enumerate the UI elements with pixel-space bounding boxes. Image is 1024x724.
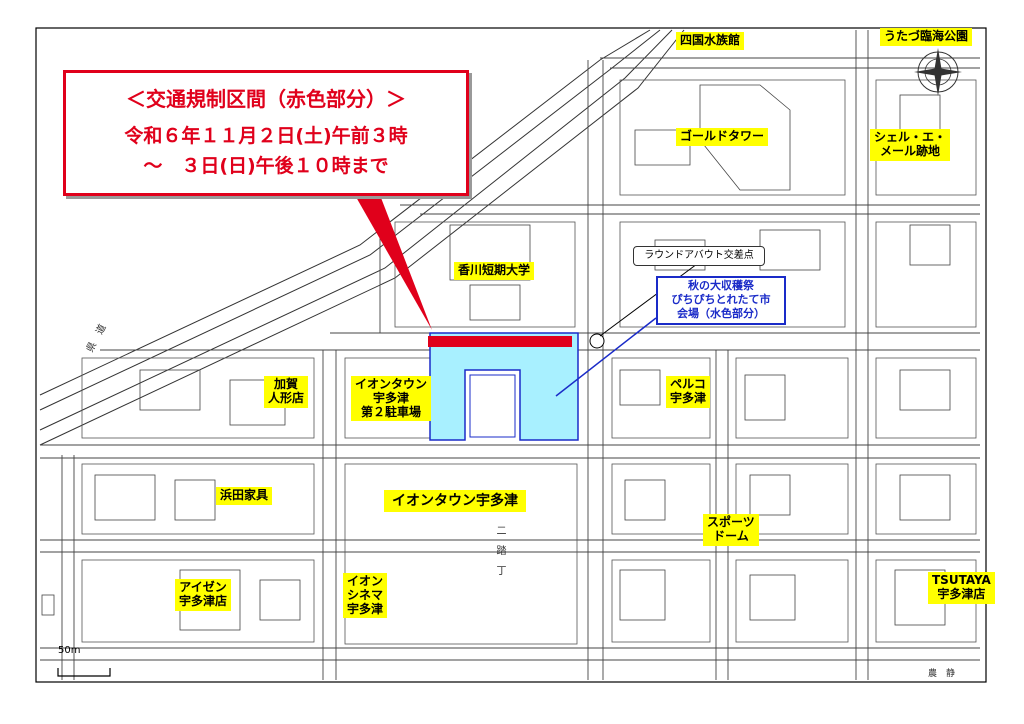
label-kaga: 加賀 人形店 [264, 376, 309, 408]
festival-venue [429, 332, 579, 441]
festival-pointer [555, 317, 657, 397]
notice-date-end: ～ ３日(日)午後１０時まで [143, 155, 389, 177]
label-aizen: アイゼン 宇多津店 [175, 579, 232, 611]
notice-pointer [352, 190, 432, 330]
roundabout [589, 333, 605, 349]
label-aquarium: 四国水族館 [676, 32, 745, 50]
city-blocks [81, 79, 977, 645]
label-aeon-cinema: イオン シネマ 宇多津 [343, 573, 388, 619]
label-peruko: ペルコ 宇多津 [666, 376, 711, 408]
roundabout-callout: ラウンドアバウト交差点 [633, 246, 765, 266]
road-text-a: 二 踏 丁 [494, 525, 505, 575]
label-aeon-parking: イオンタウン 宇多津 第２駐車場 [351, 376, 432, 422]
label-hamada: 浜田家具 [216, 487, 273, 505]
label-tsutaya: TSUTAYA 宇多津店 [928, 572, 995, 604]
label-college: 香川短期大学 [454, 262, 535, 280]
streets [40, 30, 980, 680]
notice-date-start: 令和６年１１月２日(土)午前３時 [124, 125, 408, 147]
restricted-road-section [428, 336, 572, 347]
scale-label: 50m [58, 645, 81, 656]
label-aeon-town: イオンタウン宇多津 [384, 490, 526, 513]
notice-title: ＜交通規制区間（赤色部分）＞ [126, 87, 406, 111]
scale-bar [57, 668, 111, 677]
highway [39, 29, 685, 446]
corner-text: 農 静 [928, 669, 956, 679]
label-shell-mail: シェル・エ・ メール跡地 [870, 129, 951, 161]
festival-callout: 秋の大収穫祭 ぴちぴちとれたて市 会場（水色部分） [656, 276, 786, 325]
label-sports-dome: スポーツ ドーム [703, 514, 759, 546]
label-park: うたづ臨海公園 [880, 28, 973, 46]
label-gold-tower: ゴールドタワー [676, 128, 769, 146]
traffic-restriction-notice: ＜交通規制区間（赤色部分）＞ 令和６年１１月２日(土)午前３時 ～ ３日(日)午… [63, 70, 469, 196]
compass-icon [914, 48, 962, 96]
